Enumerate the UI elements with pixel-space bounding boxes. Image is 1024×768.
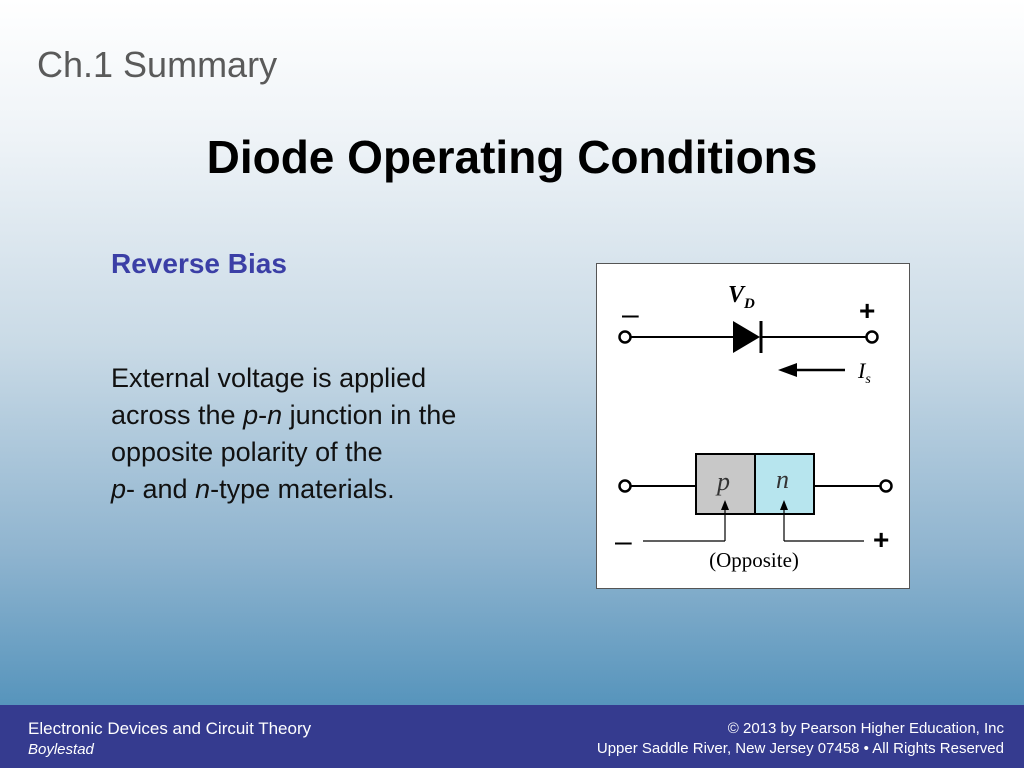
bottom-plus-sign: + (873, 524, 889, 555)
footer-right: © 2013 by Pearson Higher Education, Inc … (597, 719, 1004, 759)
body-dash: - (258, 400, 268, 430)
body-italic-p2: p (111, 474, 127, 504)
p-pointer-arrowhead-icon (721, 500, 729, 510)
address-text: Upper Saddle River, New Jersey 07458 • A… (596, 740, 1004, 757)
body-paragraph: External voltage is applied across the p… (111, 360, 511, 508)
top-left-terminal (618, 330, 632, 344)
body-italic-p: p (243, 400, 259, 430)
body-italic-n2: n (195, 474, 211, 504)
bottom-minus-sign: – (615, 525, 632, 558)
top-minus-sign: – (622, 298, 639, 331)
copyright-text: © 2013 by Pearson Higher Education, Inc (727, 720, 1004, 737)
body-text-2: junction in the opposite polarity of the (111, 400, 457, 467)
n-label: n (776, 465, 789, 494)
bottom-right-terminal (879, 479, 893, 493)
footer-left: Electronic Devices and Circuit Theory Bo… (28, 719, 311, 758)
book-title: Electronic Devices and Circuit Theory (28, 719, 312, 738)
diode-triangle-icon (733, 321, 760, 353)
top-right-terminal (865, 330, 879, 344)
top-plus-sign: + (859, 295, 875, 326)
chapter-label: Ch.1 Summary (37, 44, 278, 85)
section-subtitle: Reverse Bias (111, 248, 287, 279)
n-pointer-arrowhead-icon (780, 500, 788, 510)
vd-label: VD (728, 282, 755, 312)
reverse-bias-diagram: – + VD Is p n – + (Opposite) (596, 263, 910, 589)
footer-bar: Electronic Devices and Circuit Theory Bo… (0, 705, 1024, 768)
is-arrowhead-icon (778, 363, 797, 377)
body-italic-n: n (267, 400, 283, 430)
is-label: Is (857, 358, 871, 387)
diagram-svg: – + VD Is p n – + (Opposite) (615, 282, 893, 572)
body-text-1: External voltage is applied across the (111, 363, 427, 430)
body-text-4: -type materials. (210, 474, 395, 504)
opposite-label: (Opposite) (709, 548, 799, 572)
p-label: p (715, 467, 730, 496)
author-name: Boylestad (28, 741, 94, 758)
bottom-left-terminal (618, 479, 632, 493)
body-text-3: - and (126, 474, 196, 504)
slide-title: Diode Operating Conditions (206, 131, 818, 183)
